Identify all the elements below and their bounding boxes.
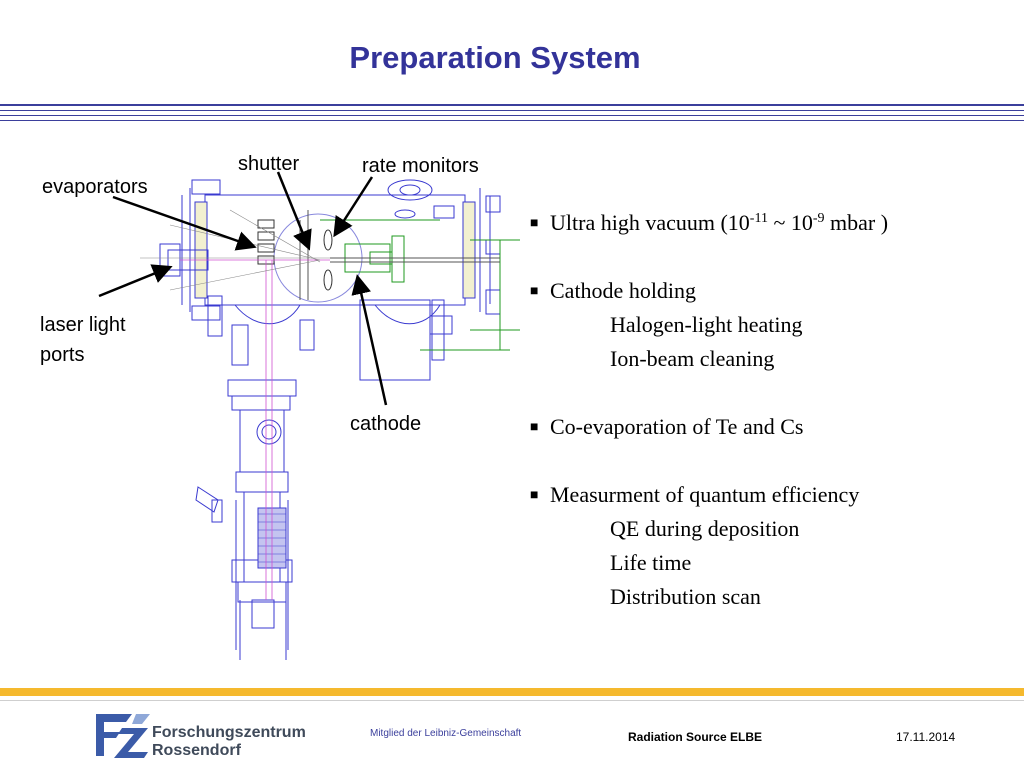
bullet-text: Ultra high vacuum (10 [550, 210, 750, 235]
bullet-text: ~ 10 [767, 210, 813, 235]
footer-divider [0, 700, 1024, 701]
footer-date: 17.11.2014 [896, 730, 956, 744]
bullet-text: mbar ) [824, 210, 889, 235]
header-rule [0, 104, 1024, 106]
logo-name-line1: Forschungszentrum [152, 724, 306, 741]
footer-title: Radiation Source ELBE [628, 730, 763, 744]
feature-list: ■Ultra high vacuum (10-11 ~ 10-9 mbar ) … [530, 206, 1010, 614]
preparation-system-drawing [98, 171, 520, 660]
footer-membership: Mitglied der Leibniz-Gemeinschaft [370, 728, 522, 739]
bullet-marker: ■ [530, 284, 539, 299]
header-rule [0, 115, 1024, 116]
bullet-quantum-efficiency: ■ Measurment of quantum efficiency [530, 478, 1010, 512]
sub-item: Life time [610, 550, 692, 575]
label-rate-monitors: rate monitors [362, 155, 479, 177]
bullet-text: Measurment of quantum efficiency [550, 482, 860, 507]
sub-item: QE during deposition [610, 516, 800, 541]
logo-name-line2: Rossendorf [152, 742, 241, 759]
label-laser-light-ports: laser light ports [40, 310, 126, 370]
exponent: -9 [812, 211, 825, 226]
bullet-cathode-holding: ■ Cathode holding [530, 274, 1010, 308]
bullet-text: Co-evaporation of Te and Cs [550, 414, 804, 439]
label-laser-line1: laser light [40, 314, 126, 336]
bullet-text: Cathode holding [550, 278, 697, 303]
slide-title: Preparation System [349, 40, 641, 75]
bullet-marker: ■ [530, 420, 539, 435]
bullet-vacuum: ■ Ultra high vacuum (10-11 ~ 10-9 mbar ) [530, 206, 1010, 240]
label-cathode: cathode [350, 413, 422, 435]
sub-item: Distribution scan [610, 584, 761, 609]
sub-item: Halogen-light heating [610, 312, 803, 337]
exponent: -11 [749, 211, 768, 226]
footer-accent-bar [0, 688, 1024, 696]
label-shutter: shutter [238, 153, 300, 175]
label-evaporators: evaporators [42, 176, 148, 198]
label-laser-line2: ports [40, 344, 85, 366]
fzr-logo-icon [96, 714, 150, 758]
bullet-marker: ■ [530, 216, 539, 231]
header-rule [0, 120, 1024, 121]
bullet-marker: ■ [530, 488, 539, 503]
sub-item: Ion-beam cleaning [610, 346, 775, 371]
bullet-coevaporation: ■ Co-evaporation of Te and Cs [530, 410, 1010, 444]
header-rule [0, 110, 1024, 111]
